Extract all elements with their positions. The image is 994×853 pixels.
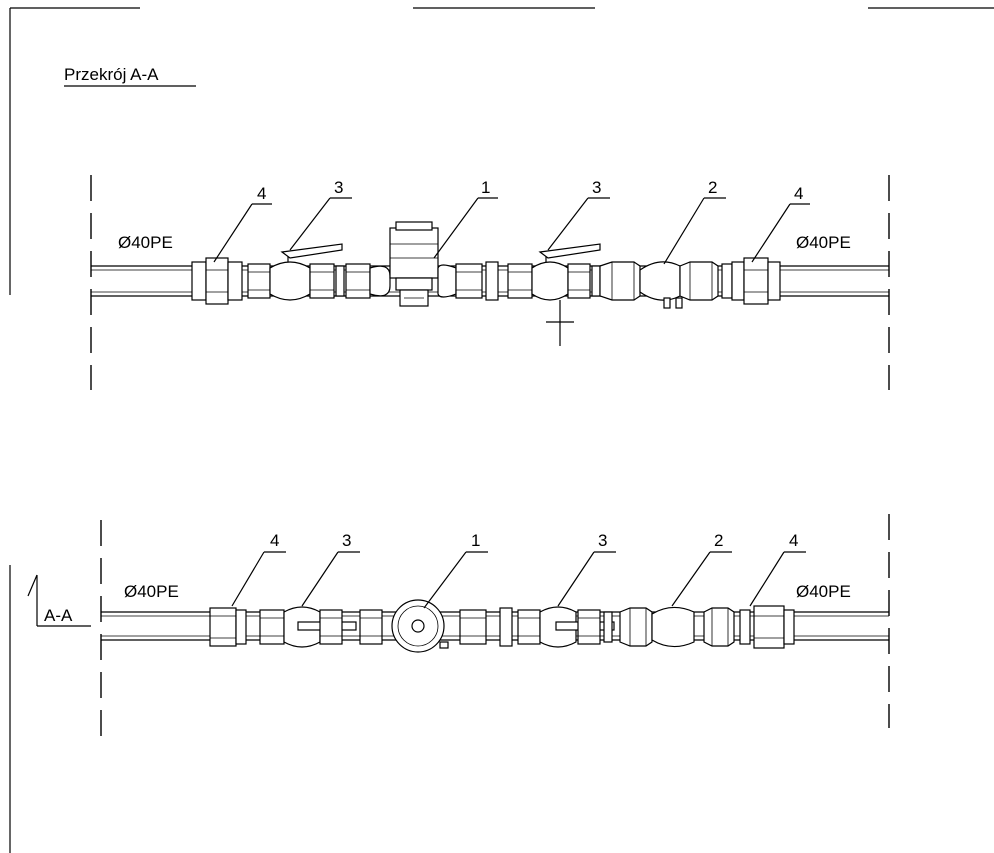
pipe-label-right: Ø40PE xyxy=(796,233,851,252)
callout-3-right: 3 xyxy=(592,178,601,197)
section-view: Ø40PE Ø40PE 4 3 1 3 2 4 xyxy=(90,175,890,390)
callout-3-right-plan: 3 xyxy=(598,531,607,550)
ball-valve-left xyxy=(269,243,371,301)
filter-section xyxy=(599,261,733,309)
callout-1-plan: 1 xyxy=(471,531,480,550)
callout-4-left-plan: 4 xyxy=(270,531,279,550)
callout-4-right-plan: 4 xyxy=(789,531,798,550)
section-marker-label: A-A xyxy=(44,606,73,625)
pipe-label-left-plan: Ø40PE xyxy=(124,582,179,601)
callout-4-right: 4 xyxy=(794,184,803,203)
plan-view: A-A xyxy=(27,514,890,736)
callout-3-left-plan: 3 xyxy=(342,531,351,550)
ball-valve-left-plan xyxy=(283,606,383,648)
drawing-frame xyxy=(9,7,994,853)
pipe-label-left: Ø40PE xyxy=(118,233,173,252)
filter-plan xyxy=(619,606,751,648)
ball-valve-right-plan xyxy=(539,606,615,648)
pipe-label-right-plan: Ø40PE xyxy=(796,582,851,601)
coupling-right-plan xyxy=(753,605,795,649)
ball-valve-right xyxy=(531,243,601,301)
callout-2-plan: 2 xyxy=(714,531,723,550)
section-marker: A-A xyxy=(27,574,91,627)
coupling-left xyxy=(191,257,243,305)
water-meter-section xyxy=(369,221,457,307)
callout-2-top: 2 xyxy=(708,178,717,197)
callout-1-top: 1 xyxy=(481,178,490,197)
section-title: Przekrój A-A xyxy=(64,65,159,84)
coupling-left-plan xyxy=(209,607,247,647)
coupling-right xyxy=(731,257,781,305)
callout-4-left: 4 xyxy=(257,184,266,203)
water-meter-plan xyxy=(391,599,449,653)
callout-3-left: 3 xyxy=(334,178,343,197)
